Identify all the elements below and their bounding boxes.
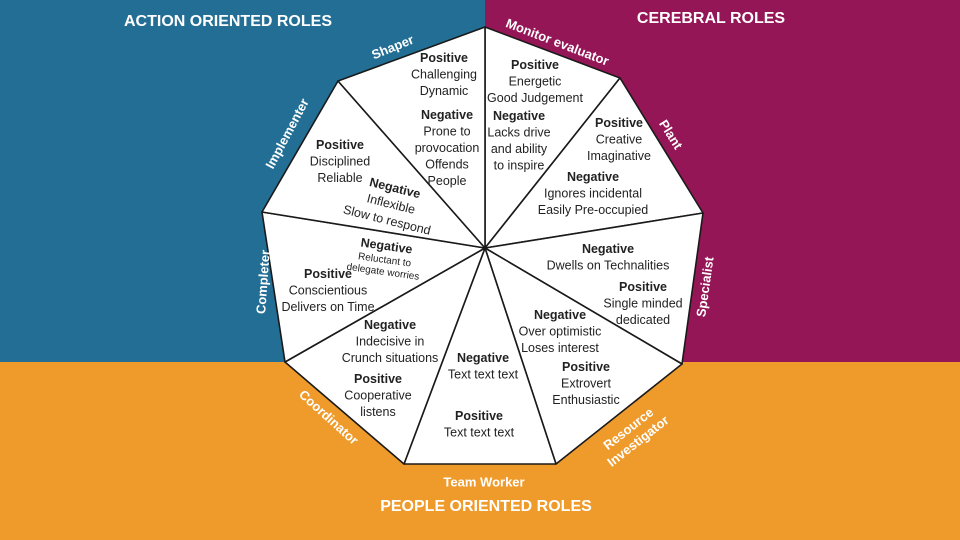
negative-heading: Negative	[421, 108, 473, 122]
negative-trait-text: Over optimistic	[519, 325, 602, 339]
negative-heading: Negative	[534, 308, 586, 322]
positive-heading: Positive	[354, 372, 402, 386]
positive-trait-text: Reliable	[317, 171, 362, 185]
positive-trait-text: Energetic	[509, 75, 562, 89]
negative-trait-text: Loses interest	[521, 341, 599, 355]
positive-heading: Positive	[562, 360, 610, 374]
positive-heading: Positive	[595, 116, 643, 130]
negative-trait-text: People	[428, 174, 467, 188]
positive-trait-text: Conscientious	[289, 284, 368, 298]
positive-trait-text: Extrovert	[561, 377, 612, 391]
negative-trait-text: Indecisive in	[356, 335, 425, 349]
positive-trait-text: Cooperative	[344, 389, 411, 403]
positive-trait-text: Disciplined	[310, 155, 370, 169]
negative-trait-text: to inspire	[494, 159, 545, 173]
negative-trait-text: Crunch situations	[342, 351, 439, 365]
positive-trait-text: Text text text	[444, 426, 515, 440]
negative-heading: Negative	[567, 170, 619, 184]
positive-heading: Positive	[455, 409, 503, 423]
negative-heading: Negative	[457, 351, 509, 365]
negative-trait-text: and ability	[491, 142, 548, 156]
positive-trait-text: Delivers on Time	[281, 300, 374, 314]
negative-heading: Negative	[364, 318, 416, 332]
negative-heading: Negative	[493, 109, 545, 123]
positive-trait-text: dedicated	[616, 313, 670, 327]
negative-trait-text: Offends	[425, 158, 469, 172]
positive-heading: Positive	[304, 267, 352, 281]
positive-trait-text: Imaginative	[587, 149, 651, 163]
positive-heading: Positive	[511, 58, 559, 72]
action-quadrant-title: ACTION ORIENTED ROLES	[124, 13, 332, 30]
role-label-team-worker: Team Worker	[443, 474, 524, 489]
positive-trait-text: Dynamic	[420, 84, 469, 98]
role-segments	[261, 26, 704, 465]
positive-heading: Positive	[316, 138, 364, 152]
negative-trait-text: Text text text	[448, 368, 519, 382]
negative-trait-text: Lacks drive	[487, 126, 550, 140]
positive-heading: Positive	[420, 51, 468, 65]
cerebral-quadrant-title: CEREBRAL ROLES	[637, 10, 785, 27]
positive-trait-text: Good Judgement	[487, 91, 583, 105]
negative-heading: Negative	[582, 242, 634, 256]
people-quadrant-title: PEOPLE ORIENTED ROLES	[380, 498, 592, 515]
negative-trait-text: Ignores incidental	[544, 187, 642, 201]
positive-trait-text: Enthusiastic	[552, 393, 619, 407]
negative-trait-text: Prone to	[423, 125, 470, 139]
positive-heading: Positive	[619, 280, 667, 294]
positive-trait-text: Challenging	[411, 68, 477, 82]
negative-trait-text: provocation	[415, 141, 480, 155]
negative-trait-text: Dwells on Technalities	[547, 259, 670, 273]
positive-trait-text: listens	[360, 405, 395, 419]
segment-shaper	[337, 26, 486, 249]
positive-trait-text: Creative	[596, 133, 643, 147]
negative-trait-text: Easily Pre-occupied	[538, 203, 649, 217]
positive-trait-text: Single minded	[603, 297, 682, 311]
role-label-completer: Completer	[253, 249, 272, 314]
